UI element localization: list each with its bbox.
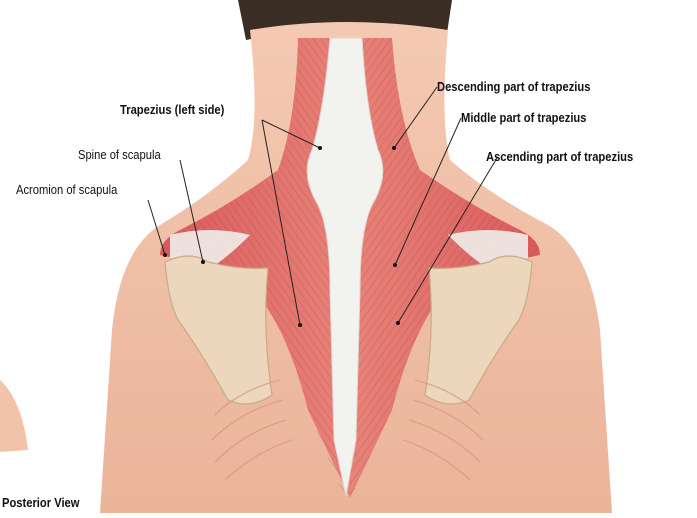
label-ascending-part-of-trapezius: Ascending part of trapezius (486, 149, 633, 164)
label-spine-of-scapula: Spine of scapula (78, 147, 161, 162)
left-edge-skin (0, 380, 28, 452)
label-middle-part-of-trapezius: Middle part of trapezius (461, 110, 586, 125)
label-acromion-of-scapula: Acromion of scapula (16, 182, 117, 197)
view-caption: Posterior View (2, 495, 79, 510)
label-trapezius-left-side: Trapezius (left side) (120, 102, 224, 117)
label-descending-part-of-trapezius: Descending part of trapezius (437, 79, 590, 94)
